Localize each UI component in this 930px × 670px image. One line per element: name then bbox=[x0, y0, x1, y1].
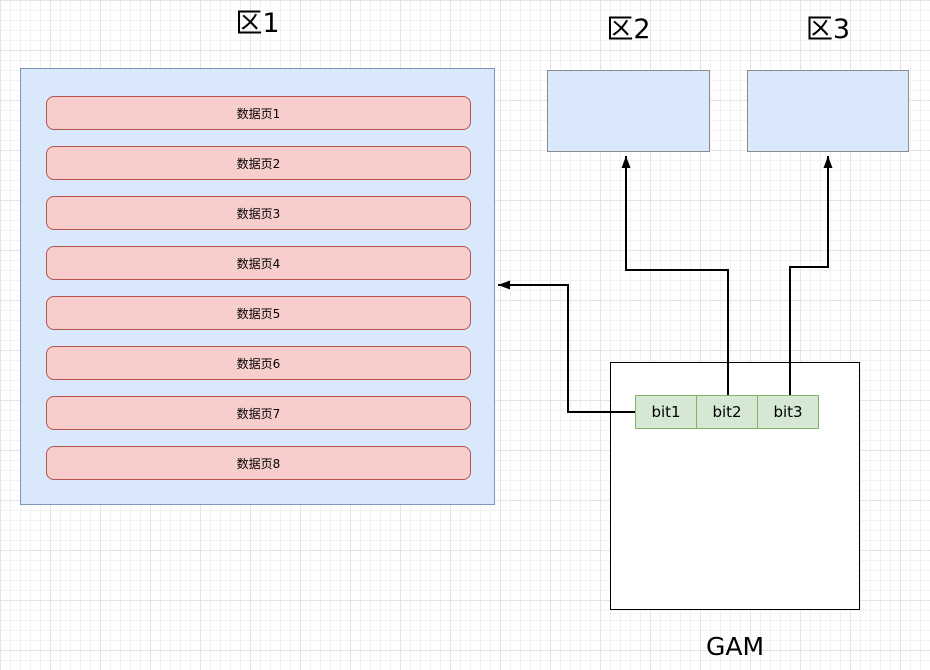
zone3-title: 区3 bbox=[805, 14, 851, 45]
data-page-3: 数据页3 bbox=[46, 196, 471, 230]
bit2-cell: bit2 bbox=[696, 395, 758, 429]
arrow-bit2-to-zone2 bbox=[621, 156, 729, 395]
zone1-container: 数据页1 数据页2 数据页3 数据页4 数据页5 数据页6 数据页7 数据页8 bbox=[20, 68, 495, 505]
zone1-title: 区1 bbox=[235, 8, 280, 39]
gam-label: GAM bbox=[705, 632, 765, 661]
bit1-cell: bit1 bbox=[635, 395, 697, 429]
arrow-bit3-to-zone3 bbox=[789, 156, 833, 395]
data-page-5: 数据页5 bbox=[46, 296, 471, 330]
data-page-7: 数据页7 bbox=[46, 396, 471, 430]
zone3-box bbox=[747, 70, 909, 152]
data-page-1: 数据页1 bbox=[46, 96, 471, 130]
zone2-title: 区2 bbox=[606, 14, 651, 45]
data-page-6: 数据页6 bbox=[46, 346, 471, 380]
gam-bit-row: bit1 bit2 bit3 bbox=[635, 395, 819, 429]
data-page-4: 数据页4 bbox=[46, 246, 471, 280]
zone2-box bbox=[547, 70, 710, 152]
bit3-cell: bit3 bbox=[757, 395, 819, 429]
data-page-8: 数据页8 bbox=[46, 446, 471, 480]
data-page-2: 数据页2 bbox=[46, 146, 471, 180]
